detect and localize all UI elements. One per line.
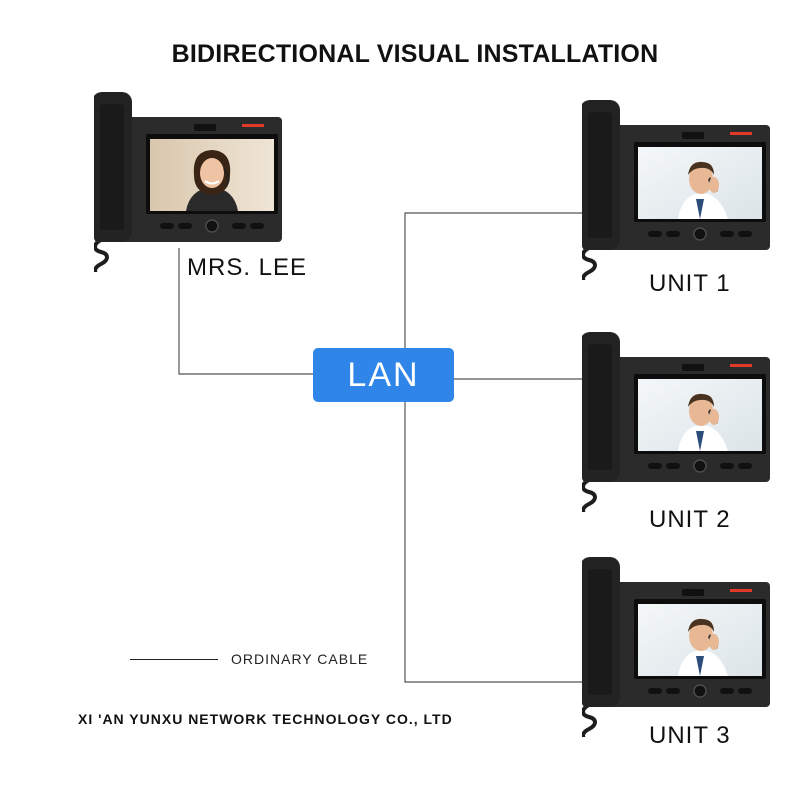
woman-caller-image <box>149 138 275 212</box>
lan-label: LAN <box>347 355 420 394</box>
man-caller-image <box>638 604 762 676</box>
node-label-unit-1: UNIT 1 <box>649 270 731 297</box>
man-caller-image <box>638 147 762 219</box>
legend-cable-line <box>130 659 218 660</box>
man-caller-image <box>638 379 762 451</box>
phone-unit-2 <box>582 332 772 512</box>
cable-mrs-lee <box>178 248 313 375</box>
legend-label: ORDINARY CABLE <box>231 651 369 667</box>
company-name: XI 'AN YUNXU NETWORK TECHNOLOGY CO., LTD <box>78 711 453 727</box>
page-title: BIDIRECTIONAL VISUAL INSTALLATION <box>171 40 659 68</box>
phone-unit-1 <box>582 100 772 280</box>
node-label-unit-2: UNIT 2 <box>649 506 731 533</box>
phone-unit-3 <box>582 557 772 737</box>
cable-unit-3 <box>404 402 582 683</box>
phone-mrs-lee <box>94 92 284 272</box>
lan-hub: LAN <box>313 348 454 402</box>
node-label-unit-3: UNIT 3 <box>649 722 731 749</box>
node-label-mrs-lee: MRS. LEE <box>187 254 308 281</box>
cable-unit-1 <box>404 212 582 348</box>
